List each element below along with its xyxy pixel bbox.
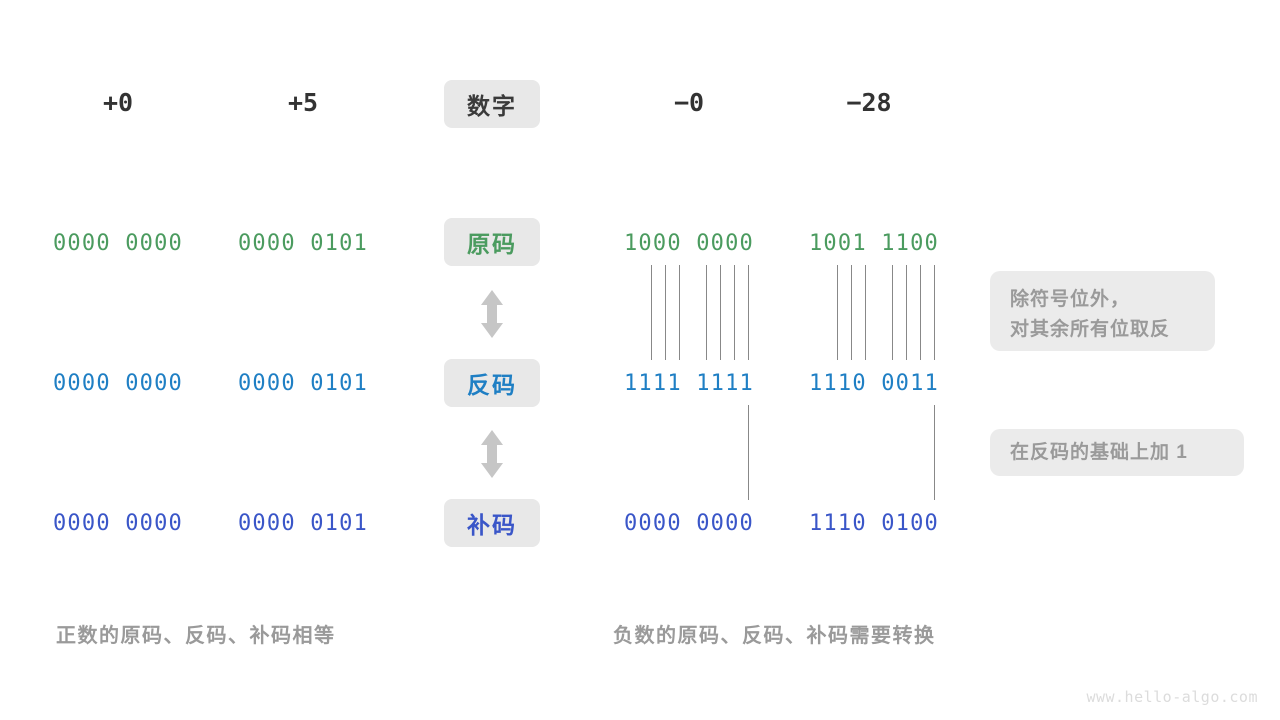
row-header-badge-number: 数字: [444, 80, 540, 128]
watermark: www.hello-algo.com: [1086, 688, 1258, 706]
connector-line-invert: [892, 265, 893, 360]
connector-line-add-one: [748, 405, 749, 500]
double-arrow-up-down-icon: [477, 288, 507, 345]
number-label-minus-zero: −0: [673, 88, 705, 117]
connector-line-invert: [734, 265, 735, 360]
connector-line-invert: [906, 265, 907, 360]
note-invert-bits-line1: 除符号位外，: [1010, 289, 1131, 310]
row-header-badge-ones-complement: 反码: [444, 359, 540, 407]
row-header-badge-twos-complement: 补码: [444, 499, 540, 547]
connector-line-invert: [651, 265, 652, 360]
bits-sign-magnitude-plus-zero: 0000 0000: [52, 231, 184, 256]
bits-sign-magnitude-plus-five: 0000 0101: [237, 231, 369, 256]
bits-ones-complement-plus-zero: 0000 0000: [52, 371, 184, 396]
connector-line-invert: [679, 265, 680, 360]
caption-positive-numbers: 正数的原码、反码、补码相等: [56, 625, 336, 647]
connector-line-invert: [720, 265, 721, 360]
bits-twos-complement-plus-zero: 0000 0000: [52, 511, 184, 536]
connector-line-invert: [748, 265, 749, 360]
double-arrow-up-down-icon: [477, 428, 507, 485]
number-label-plus-five: +5: [287, 88, 319, 117]
bits-twos-complement-minus-twentyeight: 1110 0100: [808, 511, 940, 536]
connector-line-invert: [920, 265, 921, 360]
connector-line-invert: [865, 265, 866, 360]
bits-twos-complement-plus-five: 0000 0101: [237, 511, 369, 536]
bits-ones-complement-minus-twentyeight: 1110 0011: [808, 371, 940, 396]
note-add-one: 在反码的基础上加 1: [990, 429, 1244, 476]
connector-line-invert: [934, 265, 935, 360]
note-add-one-line1: 在反码的基础上加 1: [1010, 441, 1188, 463]
caption-negative-numbers: 负数的原码、反码、补码需要转换: [613, 625, 936, 647]
bits-sign-magnitude-minus-twentyeight: 1001 1100: [808, 231, 940, 256]
number-label-minus-twentyeight: −28: [846, 88, 892, 117]
bits-sign-magnitude-minus-zero: 1000 0000: [623, 231, 755, 256]
note-invert-bits-line2: 对其余所有位取反: [1010, 319, 1171, 340]
bits-ones-complement-minus-zero: 1111 1111: [623, 371, 755, 396]
connector-line-invert: [851, 265, 852, 360]
row-header-badge-sign-magnitude: 原码: [444, 218, 540, 266]
connector-line-invert: [665, 265, 666, 360]
note-invert-bits: 除符号位外， 对其余所有位取反: [990, 271, 1215, 351]
connector-line-invert: [706, 265, 707, 360]
connector-line-invert: [837, 265, 838, 360]
bits-twos-complement-minus-zero: 0000 0000: [623, 511, 755, 536]
bits-ones-complement-plus-five: 0000 0101: [237, 371, 369, 396]
number-label-plus-zero: +0: [102, 88, 134, 117]
connector-line-add-one: [934, 405, 935, 500]
